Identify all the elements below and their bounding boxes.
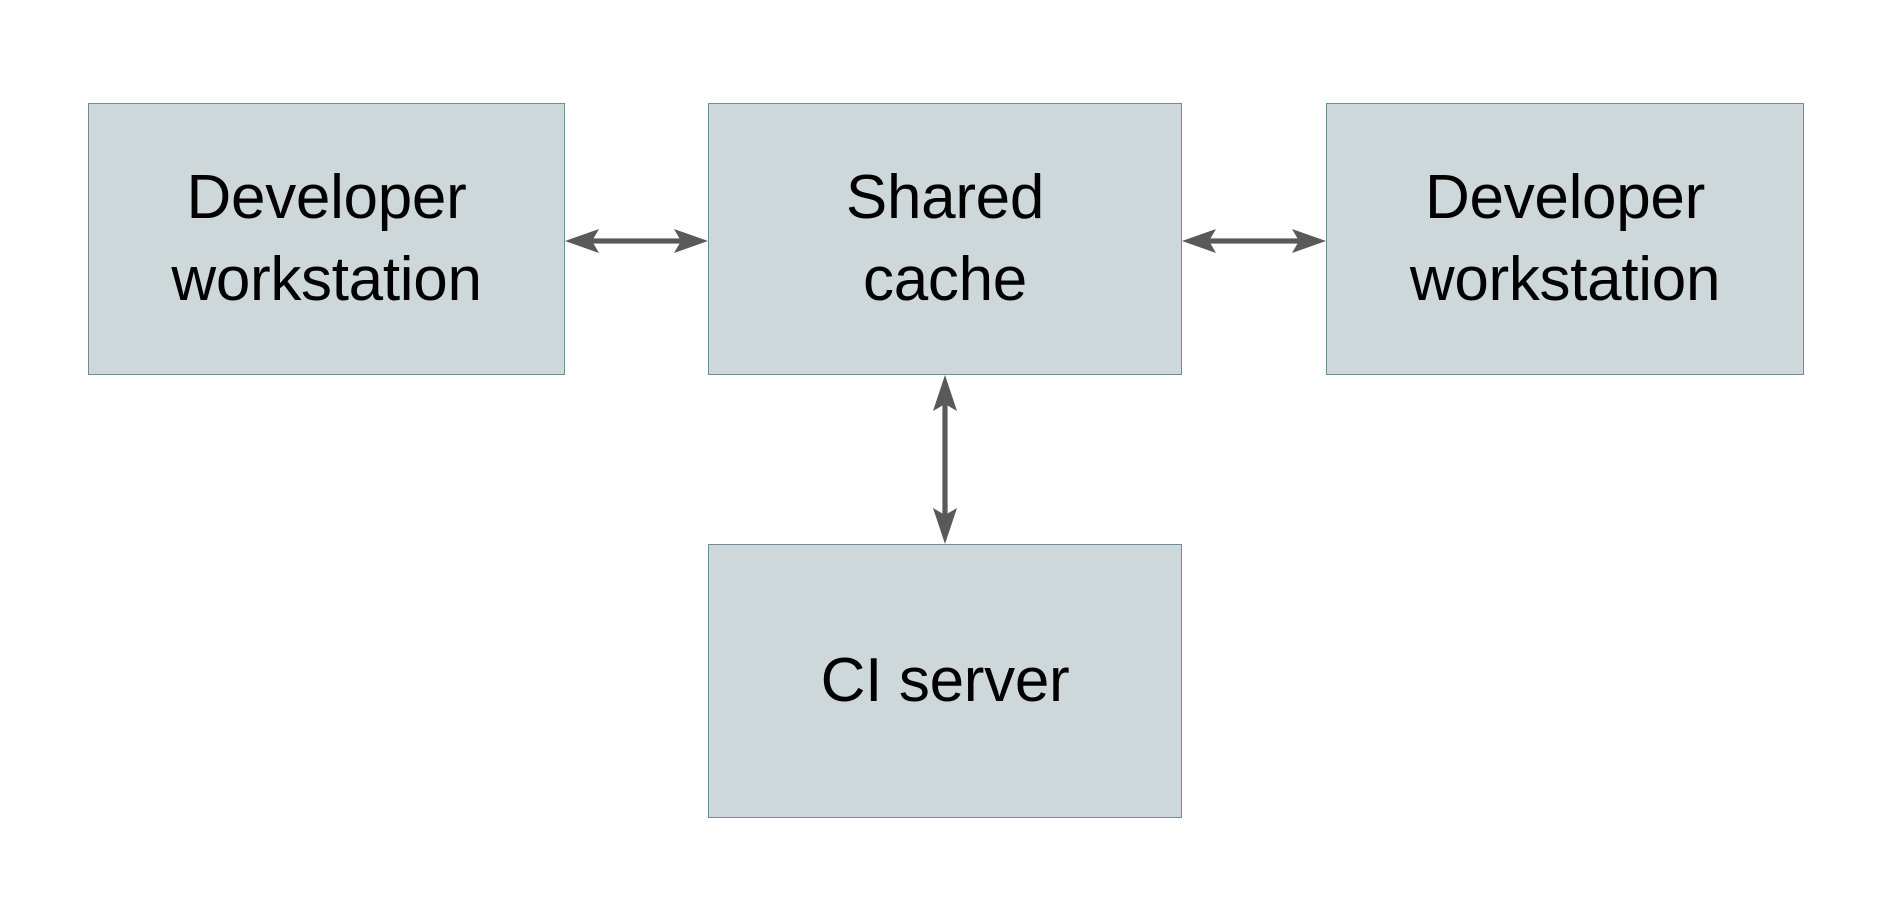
node-ci-server[interactable]: CI server [708,544,1182,818]
node-label: Developer workstation [1409,163,1721,314]
node-label: Developer workstation [171,163,482,314]
node-shared-cache[interactable]: Shared cache [708,103,1182,375]
node-label: Shared cache [845,163,1045,314]
edge-left-workstation-to-shared-cache [565,226,708,256]
node-developer-workstation-right[interactable]: Developer workstation [1326,103,1804,375]
edge-shared-cache-to-ci-server [930,375,960,544]
edge-shared-cache-to-right-workstation [1182,226,1326,256]
node-developer-workstation-left[interactable]: Developer workstation [88,103,565,375]
node-label: CI server [820,646,1070,716]
